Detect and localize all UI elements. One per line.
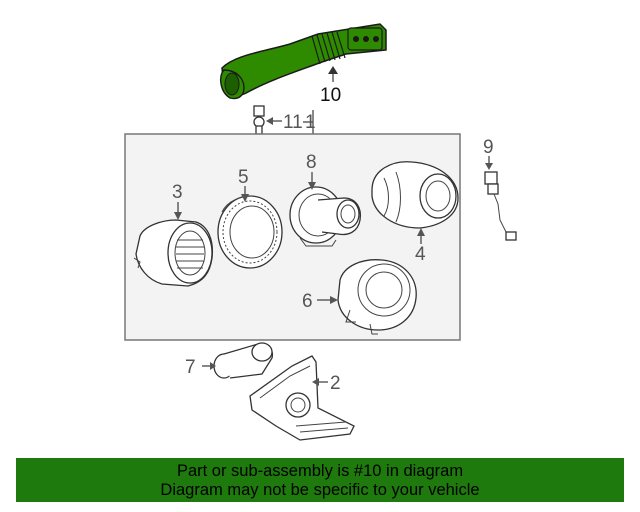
part-7-hose[interactable] (213, 342, 274, 379)
notice-line-2: Diagram may not be specific to your vehi… (160, 481, 480, 499)
notice-line-1: Part or sub-assembly is #10 in diagram (176, 462, 464, 480)
part-2-bracket[interactable] (249, 355, 355, 441)
part-4-filter-housing[interactable] (371, 161, 459, 229)
part-8-adapter[interactable] (289, 186, 362, 247)
arrow-11 (266, 117, 273, 125)
callout-5[interactable]: 5 (238, 167, 249, 188)
arrow-9 (485, 163, 493, 170)
parts-diagram: 10 11 1 3 5 (124, 23, 517, 441)
part-9-sensor[interactable] (484, 171, 517, 241)
callout-8[interactable]: 8 (306, 152, 317, 173)
arrow-6 (330, 296, 338, 304)
arrow-10 (328, 66, 338, 74)
callout-3[interactable]: 3 (172, 182, 183, 203)
arrow-4 (417, 228, 425, 236)
part-10-intake-duct[interactable] (219, 23, 387, 100)
callout-1[interactable]: 1 (305, 112, 316, 133)
callout-11[interactable]: 11 (283, 112, 303, 133)
arrow-7 (210, 362, 216, 370)
arrow-8 (308, 182, 316, 190)
callout-10[interactable]: 10 (320, 85, 341, 106)
callout-9[interactable]: 9 (483, 137, 494, 158)
arrow-2 (312, 378, 319, 386)
callout-6[interactable]: 6 (302, 291, 313, 312)
arrow-5 (241, 194, 249, 202)
part-5-filter-element[interactable] (217, 195, 283, 269)
notice-banner: Part or sub-assembly is #10 in diagram D… (16, 458, 624, 502)
callout-2[interactable]: 2 (330, 373, 341, 394)
callout-4[interactable]: 4 (415, 244, 426, 265)
part-11-sensor[interactable] (253, 105, 265, 135)
part-3-filter-cover[interactable] (133, 219, 214, 287)
arrow-3 (174, 212, 182, 220)
part-6-lower-housing[interactable] (337, 259, 417, 335)
callout-7[interactable]: 7 (185, 357, 196, 378)
